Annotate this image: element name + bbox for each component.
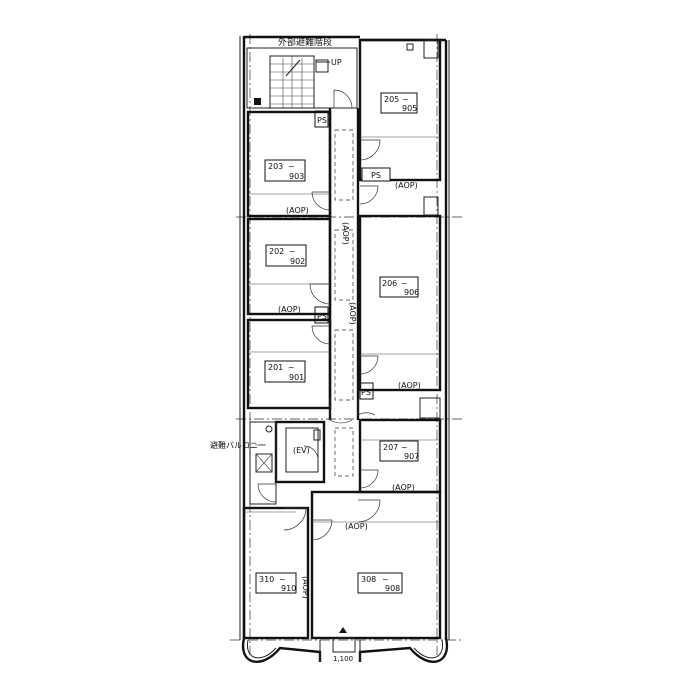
aop-206-a: (AOP) — [395, 181, 418, 190]
grid-lines — [230, 34, 462, 655]
unit-310-number: 310 — [259, 575, 274, 584]
unit-310-sep: ~ — [279, 575, 286, 584]
unit-203-sep: ~ — [288, 162, 295, 171]
ps-shafts: PS PS PS PS — [314, 110, 391, 400]
external-stair: 外部避難階段 UP — [246, 36, 358, 109]
stair-title: 外部避難階段 — [278, 36, 332, 48]
building-outline — [239, 35, 450, 640]
ps-label-3: PS — [317, 312, 327, 321]
svg-text:(AOP): (AOP) — [348, 302, 357, 325]
unit-201-sep: ~ — [288, 363, 295, 372]
unit-202-number: 202 — [269, 247, 284, 256]
aop-308: (AOP) — [345, 522, 368, 531]
unit-308-sep: ~ — [382, 575, 389, 584]
balcony-label: 避難バルコニー — [210, 440, 266, 450]
entrance-arrow-icon — [339, 627, 347, 633]
svg-text:(AOP): (AOP) — [341, 222, 350, 245]
unit-310-number-top: 910 — [281, 584, 296, 593]
unit-207: 207 ~ 907 (AOP) — [357, 397, 442, 523]
elevator-label: (EV) — [293, 446, 310, 455]
unit-202-sep: ~ — [289, 247, 296, 256]
unit-308-number: 308 — [361, 575, 376, 584]
unit-308: 308 ~ 908 (AOP) — [310, 490, 442, 640]
unit-205-sep: ~ — [402, 95, 409, 104]
ps-label-4: PS — [361, 388, 371, 397]
unit-201-number-top: 901 — [289, 373, 304, 382]
unit-207-sep: ~ — [401, 443, 408, 452]
stair-up-label: UP — [331, 58, 342, 67]
balcony-drain-icon — [265, 425, 273, 433]
unit-201: 201 ~ 901 — [246, 318, 332, 410]
evacuation-balcony: 避難バルコニー — [210, 421, 277, 505]
unit-205: 205 ~ 905 — [358, 38, 442, 182]
unit-206-number: 206 — [382, 279, 397, 288]
unit-205-number: 205 — [384, 95, 399, 104]
aop-203: (AOP) — [286, 206, 309, 215]
elevator-core: (EV) — [274, 398, 376, 484]
unit-308-number-top: 908 — [385, 584, 400, 593]
scale-label: 1,100 — [333, 655, 353, 663]
aop-206-b: (AOP) — [398, 381, 421, 390]
stair-post — [254, 98, 261, 105]
unit-202: 202 ~ 902 (AOP) — [246, 217, 332, 316]
unit-203-number: 203 — [268, 162, 283, 171]
corridor: (AOP) (AOP) — [328, 108, 360, 420]
unit-206-number-top: 906 — [404, 288, 419, 297]
aop-310: (AOP) — [301, 576, 310, 599]
unit-206-sep: ~ — [401, 279, 408, 288]
unit-207-number-top: 907 — [404, 452, 419, 461]
ps-label-2: PS — [371, 171, 381, 180]
unit-310: 310 ~ 910 (AOP) — [242, 506, 310, 640]
aop-207: (AOP) — [392, 483, 415, 492]
unit-203: 203 ~ 903 (AOP) — [246, 110, 332, 218]
unit-202-number-top: 902 — [290, 257, 305, 266]
unit-201-number: 201 — [268, 363, 283, 372]
ps-label-1: PS — [317, 116, 327, 125]
unit-206: 206 ~ 906 (AOP) (AOP) — [358, 181, 442, 392]
unit-207-number: 207 — [383, 443, 398, 452]
front-balconies: 1,100 — [241, 627, 449, 663]
unit-203-number-top: 903 — [289, 172, 304, 181]
aop-202: (AOP) — [278, 305, 301, 314]
unit-205-number-top: 905 — [402, 104, 417, 113]
